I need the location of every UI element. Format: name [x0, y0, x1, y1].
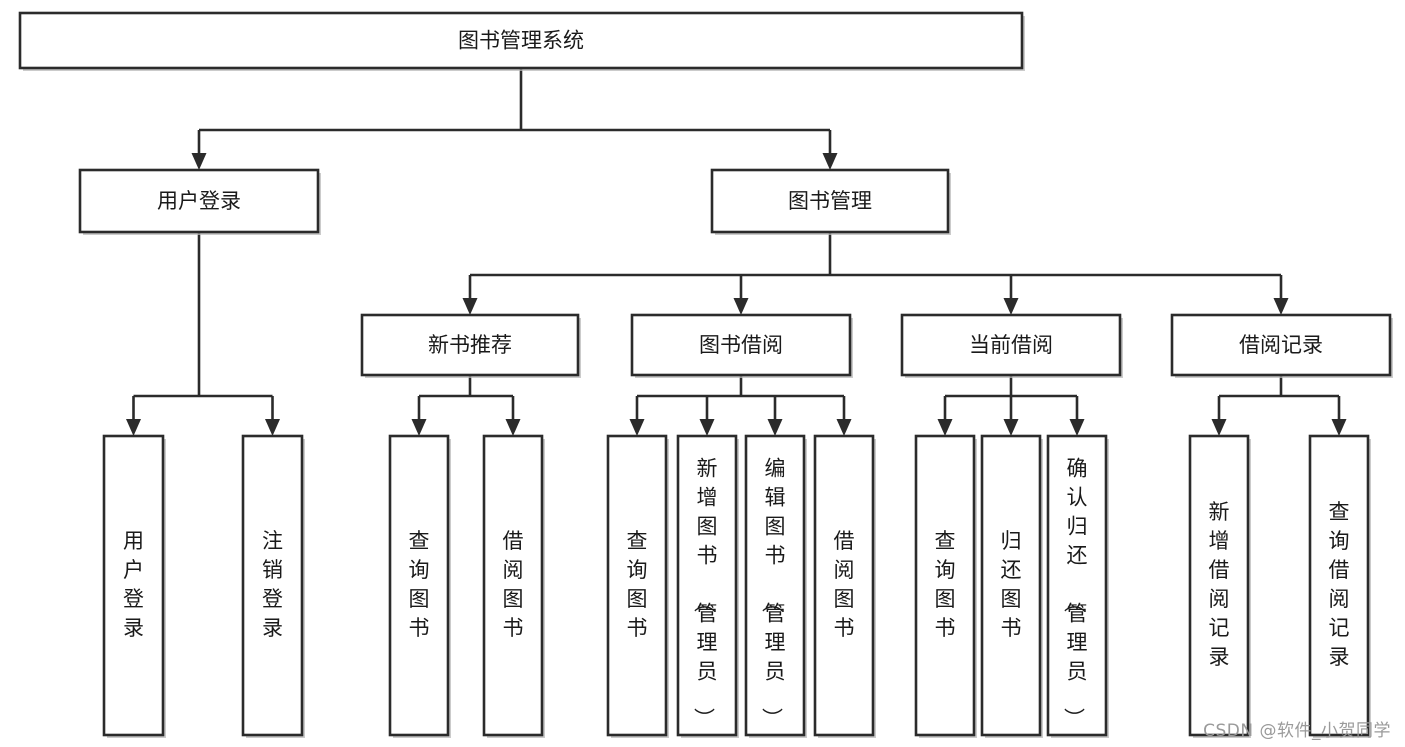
node-box[interactable] [676, 434, 738, 737]
node-box[interactable] [606, 434, 668, 737]
node-box[interactable] [710, 168, 950, 234]
edge-group-root [191, 68, 838, 170]
node-user-login[interactable]: 用户登录 [78, 168, 321, 235]
node-label: 新增图书（管理员） [692, 457, 718, 729]
node-box[interactable] [241, 434, 304, 737]
node-label: 编辑图书（管理员） [760, 457, 786, 729]
node-label: 用户登录 [157, 189, 241, 213]
node-box[interactable] [78, 168, 320, 234]
node-leaf-user-login[interactable]: 用户登录 [102, 434, 166, 738]
node-leaf-confirm-return[interactable]: 确认归还（管理员） [1046, 434, 1109, 738]
node-label: 当前借阅 [969, 333, 1053, 357]
node-box[interactable] [18, 11, 1024, 70]
node-box[interactable] [388, 434, 450, 737]
node-label: 图书管理 [788, 189, 872, 213]
node-new-book-rec[interactable]: 新书推荐 [360, 313, 581, 378]
node-book-borrow[interactable]: 图书借阅 [630, 313, 853, 378]
node-box[interactable] [1170, 313, 1392, 377]
node-box[interactable] [102, 434, 165, 737]
node-label: 查询图书 [935, 529, 956, 640]
node-label: 查询借阅记录 [1329, 500, 1350, 669]
edge-group-new_book_rec [411, 375, 521, 436]
node-leaf-logout[interactable]: 注销登录 [241, 434, 305, 738]
node-label: 确认归还（管理员） [1062, 457, 1088, 729]
node-label: 新增借阅记录 [1209, 500, 1230, 669]
node-leaf-borrow-book-1[interactable]: 借阅图书 [482, 434, 545, 738]
node-borrow-record[interactable]: 借阅记录 [1170, 313, 1393, 378]
node-box[interactable] [630, 313, 852, 377]
node-label: 借阅图书 [503, 529, 524, 640]
node-box[interactable] [744, 434, 806, 737]
node-label: 借阅记录 [1239, 333, 1323, 357]
node-label: 借阅图书 [834, 529, 855, 640]
node-label: 新书推荐 [428, 333, 512, 357]
node-leaf-return-book[interactable]: 归还图书 [980, 434, 1043, 738]
node-leaf-edit-book[interactable]: 编辑图书（管理员） [744, 434, 807, 738]
node-label: 用户登录 [123, 529, 144, 640]
node-leaf-query-book-1[interactable]: 查询图书 [388, 434, 451, 738]
nodes-layer: 图书管理系统用户登录图书管理新书推荐图书借阅当前借阅借阅记录用户登录注销登录查询… [18, 11, 1393, 738]
node-leaf-query-book-3[interactable]: 查询图书 [914, 434, 977, 738]
node-label: 查询图书 [409, 529, 430, 640]
edge-group-book_borrow [629, 375, 852, 436]
node-leaf-borrow-book-2[interactable]: 借阅图书 [813, 434, 876, 738]
node-box[interactable] [1046, 434, 1108, 737]
edge-group-book_manage [462, 232, 1289, 315]
node-label: 归还图书 [1001, 529, 1022, 640]
node-label: 图书借阅 [699, 333, 783, 357]
node-current-borrow[interactable]: 当前借阅 [900, 313, 1123, 378]
node-box[interactable] [900, 313, 1122, 377]
edges-layer [126, 68, 1347, 436]
node-label: 图书管理系统 [458, 29, 584, 53]
edge-group-user_login [126, 232, 280, 436]
node-box[interactable] [1308, 434, 1370, 737]
node-box[interactable] [813, 434, 875, 737]
node-box[interactable] [914, 434, 976, 737]
node-label: 查询图书 [627, 529, 648, 640]
node-label: 注销登录 [262, 529, 283, 640]
node-box[interactable] [360, 313, 580, 377]
node-leaf-query-record[interactable]: 查询借阅记录 [1308, 434, 1371, 738]
node-box[interactable] [980, 434, 1042, 737]
edge-group-current_borrow [937, 375, 1085, 436]
node-box[interactable] [1188, 434, 1250, 737]
node-book-manage[interactable]: 图书管理 [710, 168, 951, 235]
node-box[interactable] [482, 434, 544, 737]
node-leaf-query-book-2[interactable]: 查询图书 [606, 434, 669, 738]
node-leaf-add-book[interactable]: 新增图书（管理员） [676, 434, 739, 738]
edge-group-borrow_record [1211, 375, 1347, 436]
node-root[interactable]: 图书管理系统 [18, 11, 1025, 71]
node-leaf-add-record[interactable]: 新增借阅记录 [1188, 434, 1251, 738]
